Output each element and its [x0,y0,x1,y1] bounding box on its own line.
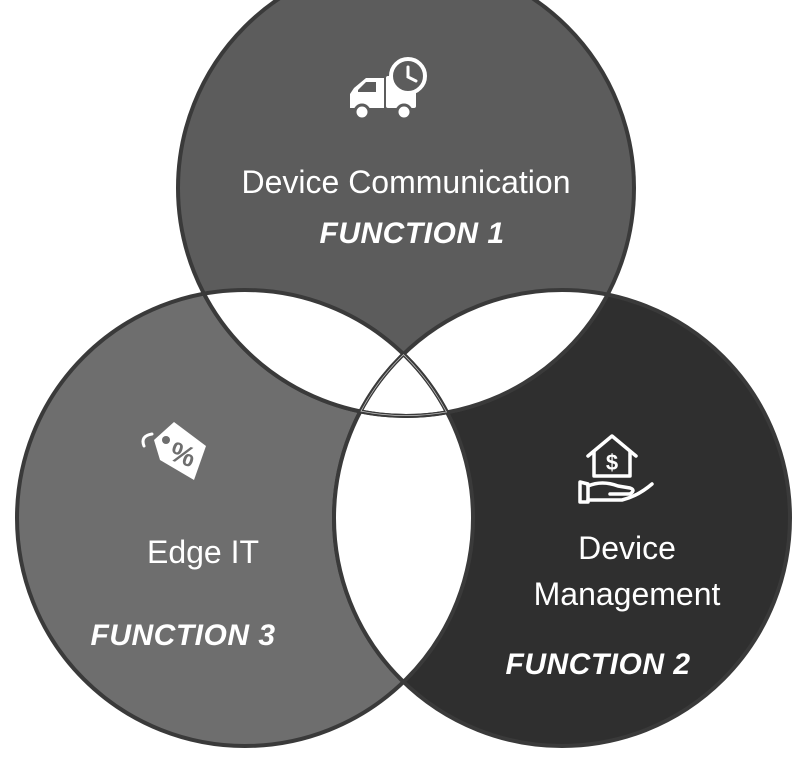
arc-left-in-right [334,290,475,746]
right-circle-function: FUNCTION 2 [506,648,691,681]
right-circle-title-line2: Management [534,576,721,612]
svg-text:$: $ [606,450,618,475]
overlap-top-right [334,290,634,416]
left-circle-title: Edge IT [147,534,259,570]
percent-tag-icon: % [141,422,206,480]
house-dollar-hand-icon: $ [578,434,654,504]
right-circle-title-line1: Device [578,530,676,566]
left-circle-function: FUNCTION 3 [91,619,276,652]
truck-clock-icon [350,57,427,121]
arc-right-in-left [332,290,473,746]
overlap-top-left [178,290,473,416]
arc-left-in-top [178,288,475,416]
top-circle-function: FUNCTION 1 [320,217,505,250]
top-circle-title: Device Communication [241,164,570,200]
arc-right-in-top [332,288,634,416]
